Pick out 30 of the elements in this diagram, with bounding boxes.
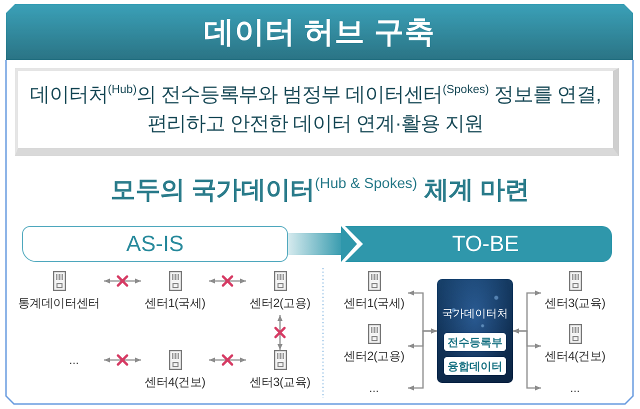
stage-banner: AS-IS xyxy=(22,226,288,262)
block-arrow xyxy=(288,226,357,262)
center-name: 센터3(교육) xyxy=(544,295,606,311)
double-arrow xyxy=(209,357,246,363)
center-name: 센터3(교육) xyxy=(250,374,310,390)
info-panel xyxy=(15,68,619,156)
double-arrow xyxy=(209,278,246,284)
center-name: 센터1(국세) xyxy=(344,295,404,311)
section-heading: 모두의 국가데이터$^{(Hub & Spokes)}$ 체계 마련 xyxy=(110,174,530,206)
double-arrow xyxy=(104,278,141,284)
stage-banner: TO-BE xyxy=(345,226,612,262)
ellipsis-text: ... xyxy=(68,353,79,367)
description-text: 데이터처$^{(Hub)}$의 전수등록부와 범정부 데이터센터$^{(Spokes)}$ 정보를 연결, 편리하고 안전한 데이터 연계·활용 지원 xyxy=(29,81,602,136)
center-name: 센터4(건보) xyxy=(144,374,206,390)
double-arrow xyxy=(104,357,141,363)
double-arrow xyxy=(408,328,437,391)
hub-title: 국가데이터처 xyxy=(442,307,508,321)
center-name: 센터4(건보) xyxy=(544,348,606,364)
ellipsis-text: ... xyxy=(570,381,580,395)
ellipsis-text: ... xyxy=(368,381,379,395)
hub-panel xyxy=(437,279,513,383)
data-tag: 전수등록부 xyxy=(444,333,506,351)
center-name: 센터2(고용) xyxy=(250,295,310,311)
double-arrow xyxy=(277,315,283,350)
double-arrow xyxy=(513,328,541,391)
center-name: 센터2(고용) xyxy=(344,348,404,364)
center-name: 통계데이터센터 xyxy=(18,295,100,311)
title-banner: 데이터 허브 구축 xyxy=(6,4,633,60)
center-name: 센터1(국세) xyxy=(144,295,206,311)
data-tag: 융합데이터 xyxy=(444,357,506,375)
